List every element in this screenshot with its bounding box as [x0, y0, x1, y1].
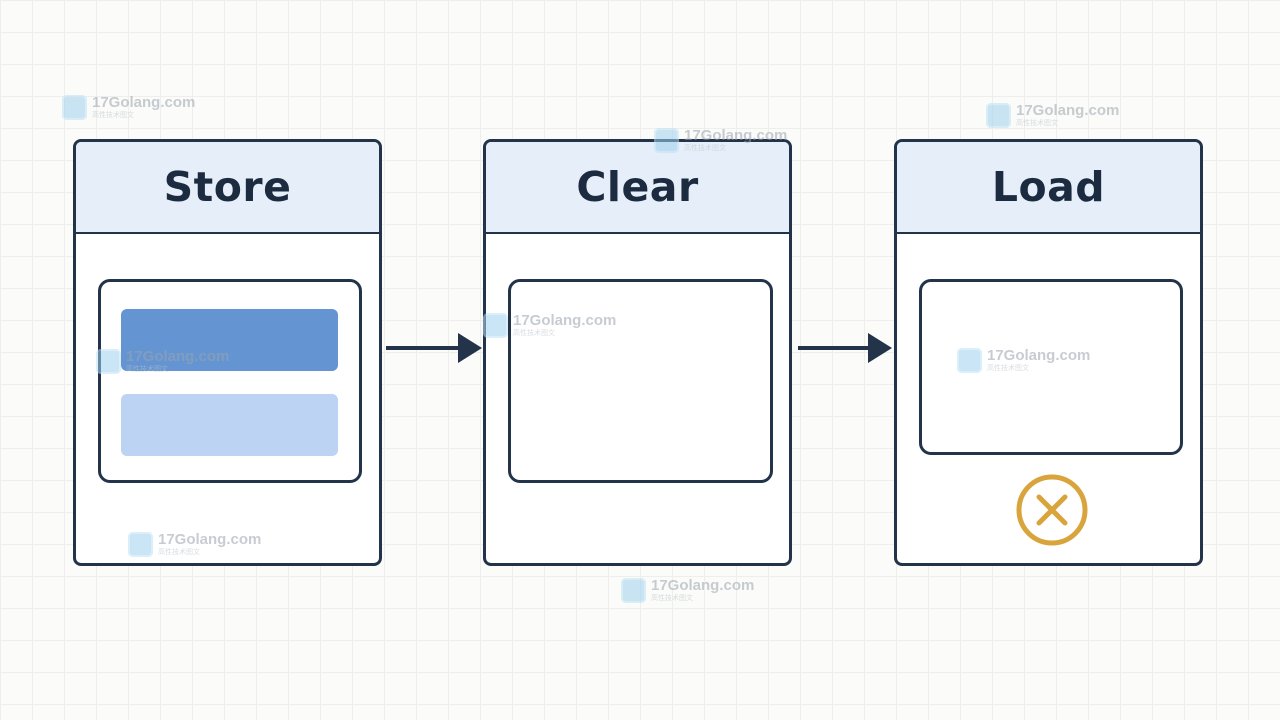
watermark-subtext: 高性技术图文 — [651, 594, 693, 602]
watermark-text: 17Golang.com — [651, 577, 755, 594]
data-block-secondary — [121, 394, 338, 456]
clear-memory-box — [508, 279, 773, 483]
watermark: 17Golang.com 高性技术图文 — [621, 577, 754, 603]
watermark: 17Golang.com 高性技术图文 — [483, 312, 616, 338]
watermark-text: 17Golang.com — [158, 531, 262, 548]
watermark-logo-icon — [96, 349, 121, 374]
stage-load-title: Load — [991, 163, 1106, 211]
data-block-primary — [121, 309, 338, 371]
watermark-text: 17Golang.com — [684, 127, 788, 144]
stage-clear-panel: Clear — [483, 139, 792, 566]
watermark-subtext: 高性技术图文 — [987, 364, 1029, 372]
watermark-subtext: 高性技术图文 — [92, 111, 134, 119]
watermark-logo-icon — [957, 348, 982, 373]
watermark-text: 17Golang.com — [126, 348, 230, 365]
watermark-logo-icon — [986, 103, 1011, 128]
watermark-text: 17Golang.com — [92, 94, 196, 111]
watermark-subtext: 高性技术图文 — [684, 144, 726, 152]
stage-clear-title: Clear — [576, 163, 699, 211]
watermark-subtext: 高性技术图文 — [126, 365, 168, 373]
watermark: 17Golang.com 高性技术图文 — [62, 94, 195, 120]
stage-store-header: Store — [76, 142, 379, 234]
watermark-subtext: 高性技术图文 — [1016, 119, 1058, 127]
watermark-logo-icon — [654, 128, 679, 153]
watermark: 17Golang.com 高性技术图文 — [128, 531, 261, 557]
stage-store-panel: Store — [73, 139, 382, 566]
watermark: 17Golang.com 高性技术图文 — [957, 347, 1090, 373]
watermark-text: 17Golang.com — [513, 312, 617, 329]
load-memory-box — [919, 279, 1183, 455]
stage-load-header: Load — [897, 142, 1200, 234]
watermark-logo-icon — [483, 313, 508, 338]
store-memory-box — [98, 279, 362, 483]
watermark-logo-icon — [128, 532, 153, 557]
arrow-clear-to-load — [798, 333, 892, 363]
stage-store-title: Store — [163, 163, 292, 211]
watermark-text: 17Golang.com — [1016, 102, 1120, 119]
watermark-subtext: 高性技术图文 — [158, 548, 200, 556]
stage-load-panel: Load — [894, 139, 1203, 566]
watermark-subtext: 高性技术图文 — [513, 329, 555, 337]
watermark-text: 17Golang.com — [987, 347, 1091, 364]
watermark: 17Golang.com 高性技术图文 — [986, 102, 1119, 128]
x-circle-icon — [1016, 474, 1088, 546]
watermark-logo-icon — [62, 95, 87, 120]
watermark: 17Golang.com 高性技术图文 — [96, 348, 229, 374]
arrow-store-to-clear — [386, 333, 482, 363]
watermark: 17Golang.com 高性技术图文 — [654, 127, 787, 153]
watermark-logo-icon — [621, 578, 646, 603]
stage-clear-header: Clear — [486, 142, 789, 234]
